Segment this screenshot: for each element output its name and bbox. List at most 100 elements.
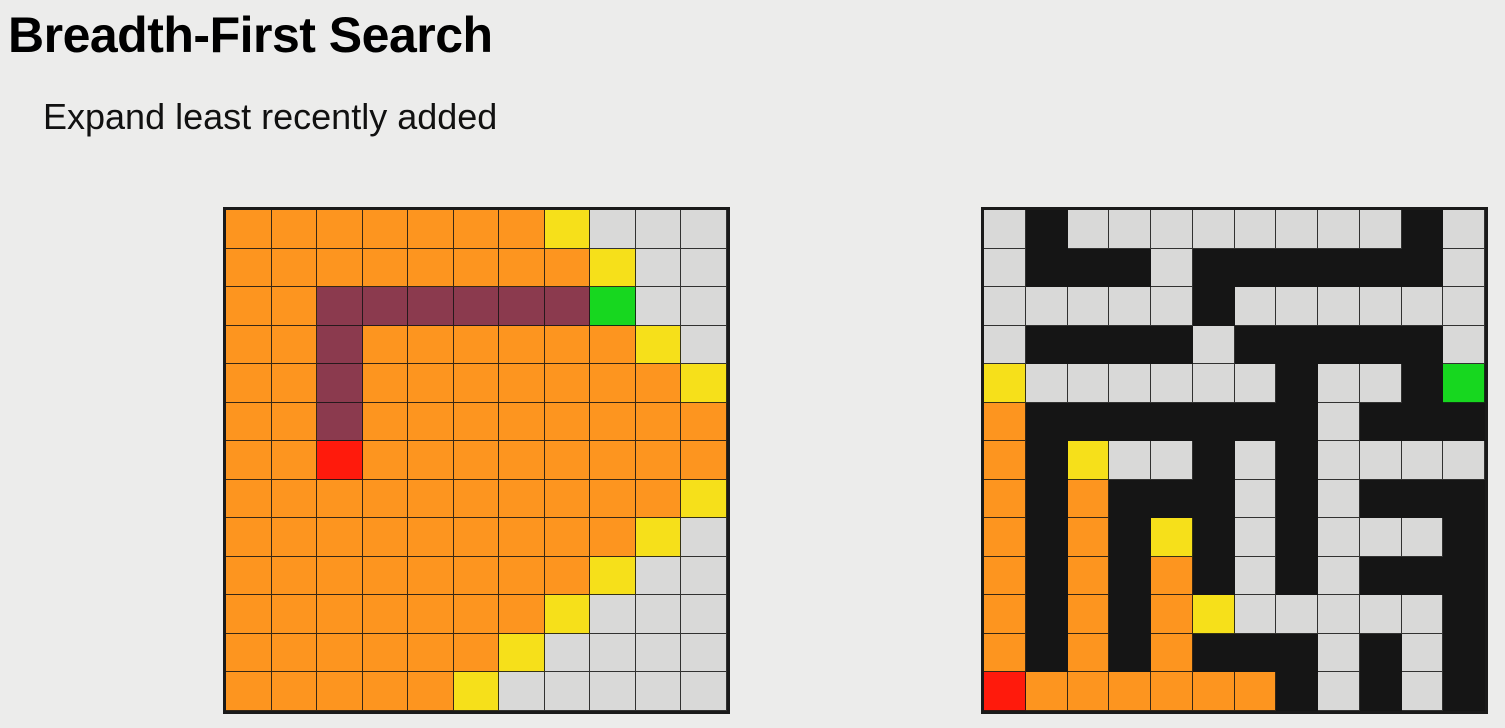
grid-cell-wall bbox=[1234, 325, 1277, 365]
grid-cell-visited bbox=[590, 518, 636, 557]
grid-cell-visited bbox=[362, 595, 409, 634]
grid-cell-visited bbox=[226, 518, 272, 557]
grid-cell-visited bbox=[317, 672, 363, 711]
grid-cell-wall bbox=[1401, 364, 1444, 403]
grid-cell-unvisited bbox=[1151, 210, 1193, 249]
grid-cell-visited bbox=[271, 248, 318, 288]
grid-cell-unvisited bbox=[1443, 210, 1485, 249]
grid-cell-unvisited bbox=[1318, 287, 1360, 326]
grid-cell-wall bbox=[1151, 479, 1193, 519]
grid-cell-unvisited bbox=[1318, 364, 1360, 403]
grid-cell-wall bbox=[1318, 248, 1360, 288]
grid-cell-visited bbox=[453, 402, 500, 442]
grid-cell-unvisited bbox=[1359, 364, 1402, 403]
grid-cell-unvisited bbox=[635, 287, 682, 326]
grid-cell-unvisited bbox=[1067, 364, 1110, 403]
grid-cell-wall bbox=[1401, 479, 1444, 519]
grid-cell-visited bbox=[1067, 556, 1110, 596]
grid-cell-path bbox=[408, 287, 454, 326]
grid-cell-visited bbox=[453, 633, 500, 673]
grid-cell-unvisited bbox=[1151, 364, 1193, 403]
grid-cell-unvisited bbox=[984, 325, 1026, 365]
grid-cell-wall bbox=[1276, 248, 1318, 288]
grid-cell-unvisited bbox=[1067, 287, 1110, 326]
grid-cell-wall bbox=[1234, 248, 1277, 288]
grid-cell-visited bbox=[453, 248, 500, 288]
grid-cell-visited bbox=[408, 672, 454, 711]
grid-cell-unvisited bbox=[1318, 518, 1360, 557]
grid-cell-visited bbox=[408, 479, 454, 519]
grid-cell-unvisited bbox=[1359, 287, 1402, 326]
grid-cell-unvisited bbox=[1109, 364, 1151, 403]
grid-cell-wall bbox=[1025, 518, 1068, 557]
grid-cell-wall bbox=[1067, 248, 1110, 288]
grid-cell-visited bbox=[544, 518, 591, 557]
grid-cell-visited bbox=[226, 402, 272, 442]
grid-cell-visited bbox=[453, 210, 500, 249]
grid-cell-frontier bbox=[499, 633, 545, 673]
grid-cell-unvisited bbox=[1401, 595, 1444, 634]
grid-cell-visited bbox=[499, 441, 545, 480]
grid-cell-wall bbox=[1359, 672, 1402, 711]
grid-cell-unvisited bbox=[590, 210, 636, 249]
grid-cell-visited bbox=[271, 210, 318, 249]
grid-cell-frontier bbox=[681, 364, 727, 403]
grid-cell-unvisited bbox=[1443, 287, 1485, 326]
grid-cell-frontier bbox=[984, 364, 1026, 403]
grid-cell-visited bbox=[1067, 518, 1110, 557]
grid-cell-wall bbox=[1401, 402, 1444, 442]
grid-cell-frontier bbox=[590, 248, 636, 288]
grid-cell-wall bbox=[1109, 402, 1151, 442]
grid-cell-unvisited bbox=[1318, 210, 1360, 249]
grid-cell-visited bbox=[1067, 595, 1110, 634]
grid-cell-unvisited bbox=[635, 210, 682, 249]
grid-cell-wall bbox=[1276, 402, 1318, 442]
grid-cell-wall bbox=[1025, 556, 1068, 596]
grid-cell-wall bbox=[1276, 556, 1318, 596]
grid-cell-visited bbox=[408, 556, 454, 596]
grid-cell-wall bbox=[1192, 441, 1235, 480]
grid-cell-visited bbox=[226, 210, 272, 249]
grid-cell-unvisited bbox=[544, 633, 591, 673]
grid-cell-visited bbox=[271, 402, 318, 442]
grid-cell-wall bbox=[1109, 248, 1151, 288]
grid-cell-visited bbox=[226, 287, 272, 326]
grid-cell-visited bbox=[453, 325, 500, 365]
grid-cell-visited bbox=[544, 248, 591, 288]
grid-cell-unvisited bbox=[984, 287, 1026, 326]
grid-cell-unvisited bbox=[635, 672, 682, 711]
grid-cell-wall bbox=[1276, 518, 1318, 557]
grid-cell-unvisited bbox=[1359, 595, 1402, 634]
grid-cell-unvisited bbox=[984, 210, 1026, 249]
grid-cell-wall bbox=[1067, 402, 1110, 442]
grid-cell-wall bbox=[1192, 287, 1235, 326]
grid-cell-visited bbox=[408, 402, 454, 442]
grid-cell-wall bbox=[1359, 633, 1402, 673]
grid-cell-visited bbox=[226, 364, 272, 403]
grid-cell-visited bbox=[362, 210, 409, 249]
grid-cell-visited bbox=[362, 556, 409, 596]
grid-cell-unvisited bbox=[1401, 441, 1444, 480]
grid-cell-visited bbox=[499, 518, 545, 557]
grid-cell-unvisited bbox=[1109, 210, 1151, 249]
grid-cell-unvisited bbox=[1443, 248, 1485, 288]
grid-cell-unvisited bbox=[1234, 479, 1277, 519]
grid-cell-wall bbox=[1234, 633, 1277, 673]
grid-cell-visited bbox=[984, 402, 1026, 442]
grid-cell-visited bbox=[1025, 672, 1068, 711]
grid-cell-visited bbox=[271, 556, 318, 596]
grid-cell-unvisited bbox=[635, 556, 682, 596]
grid-cell-wall bbox=[1443, 595, 1485, 634]
slide-title: Breadth-First Search bbox=[8, 7, 493, 63]
grid-cell-visited bbox=[681, 441, 727, 480]
grid-cell-wall bbox=[1359, 248, 1402, 288]
grid-cell-visited bbox=[681, 402, 727, 442]
grid-cell-visited bbox=[635, 479, 682, 519]
grid-cell-visited bbox=[1192, 672, 1235, 711]
grid-cell-wall bbox=[1025, 325, 1068, 365]
grid-cell-path bbox=[317, 364, 363, 403]
grid-cell-wall bbox=[1025, 402, 1068, 442]
grid-cell-visited bbox=[408, 325, 454, 365]
grid-cell-visited bbox=[408, 633, 454, 673]
grid-cell-visited bbox=[362, 248, 409, 288]
